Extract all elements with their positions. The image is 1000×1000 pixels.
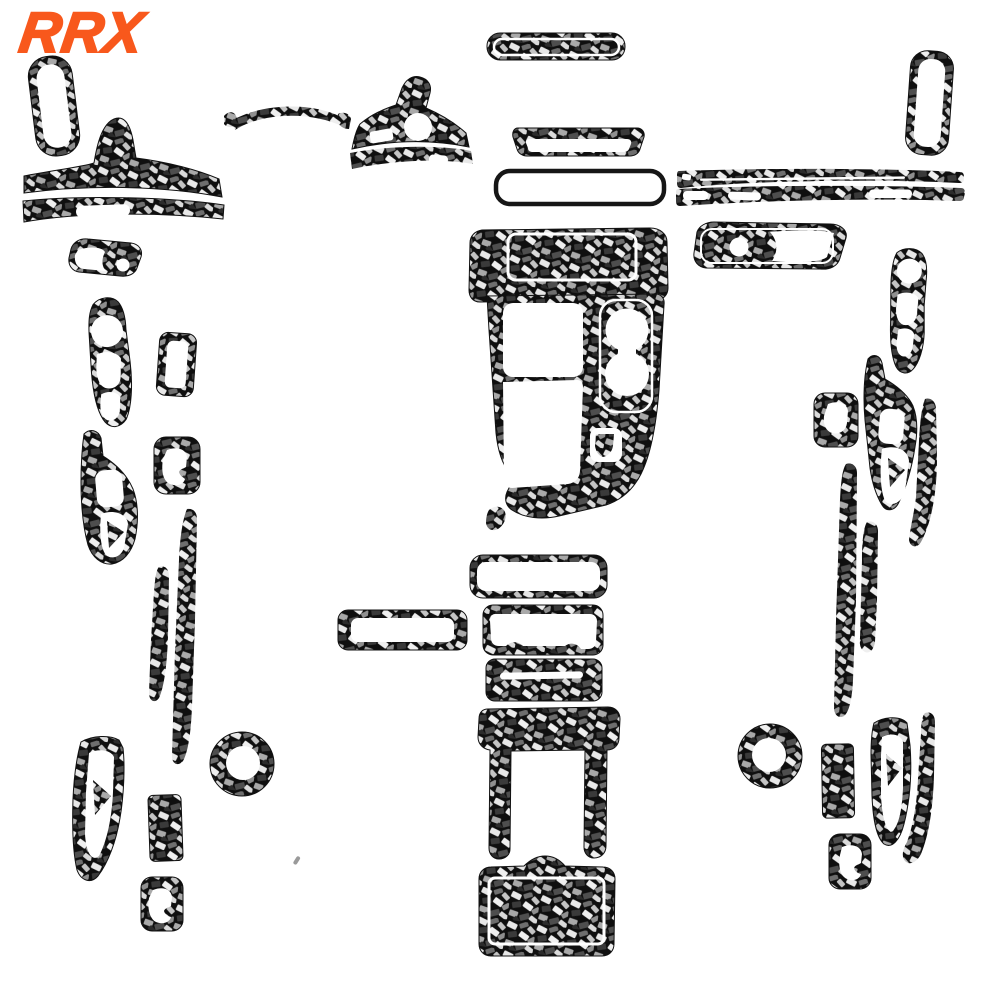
piece-door-handle-left	[68, 238, 142, 277]
piece-socket-right	[828, 833, 872, 890]
piece-square-frame-right	[813, 392, 859, 448]
piece-center-console-panel	[468, 227, 669, 519]
piece-column-cover	[351, 76, 470, 150]
piece-ring-right	[737, 723, 803, 789]
piece-thin-frame-center	[469, 554, 608, 599]
piece-pillar-strip-left-long	[172, 508, 197, 765]
piece-dash-hump-panel	[23, 117, 223, 198]
piece-dash-strip	[22, 197, 225, 223]
piece-vrect-left	[147, 794, 184, 862]
piece-armrest-left	[80, 430, 138, 565]
stray-speck	[293, 856, 301, 865]
piece-door-handle-right	[693, 221, 847, 270]
piece-door-strip-upper	[677, 168, 964, 188]
piece-arc-strip	[224, 106, 351, 130]
piece-socket-left	[140, 876, 184, 932]
piece-armrest-right	[863, 355, 918, 511]
piece-pillar-strip-left-short	[149, 566, 169, 702]
piece-frame-bottom-left	[337, 609, 468, 651]
piece-door-pull-left	[72, 736, 125, 882]
piece-small-frame-left	[155, 331, 198, 398]
piece-slot-panel	[485, 658, 603, 702]
piece-storage-box-lid	[478, 855, 616, 957]
piece-pillar-strip-right-short	[859, 521, 878, 653]
piece-window-panel-left	[88, 297, 133, 427]
piece-window-panel-right	[889, 248, 928, 374]
piece-oval-frame	[27, 55, 81, 157]
piece-arch-frame	[477, 706, 621, 860]
piece-ring-left	[209, 731, 275, 797]
piece-small-frame	[512, 127, 645, 157]
piece-thin-outline-frame	[493, 168, 667, 207]
piece-console-sliver	[486, 506, 506, 531]
piece-pillar-strip-right-long	[834, 463, 857, 718]
piece-door-strip-lower	[676, 185, 965, 206]
piece-tall-frame-right	[905, 50, 954, 156]
piece-frame-bottom-center	[482, 604, 604, 656]
piece-start-button-frame-left	[153, 436, 201, 495]
piece-curve-strip-right-lower	[902, 712, 935, 864]
piece-vent-pill	[486, 32, 626, 61]
piece-curve-strip-right-upper	[909, 398, 937, 547]
piece-door-pull-right	[870, 717, 912, 846]
piece-vrect-right	[820, 743, 856, 819]
piece-column-strip	[350, 146, 473, 169]
